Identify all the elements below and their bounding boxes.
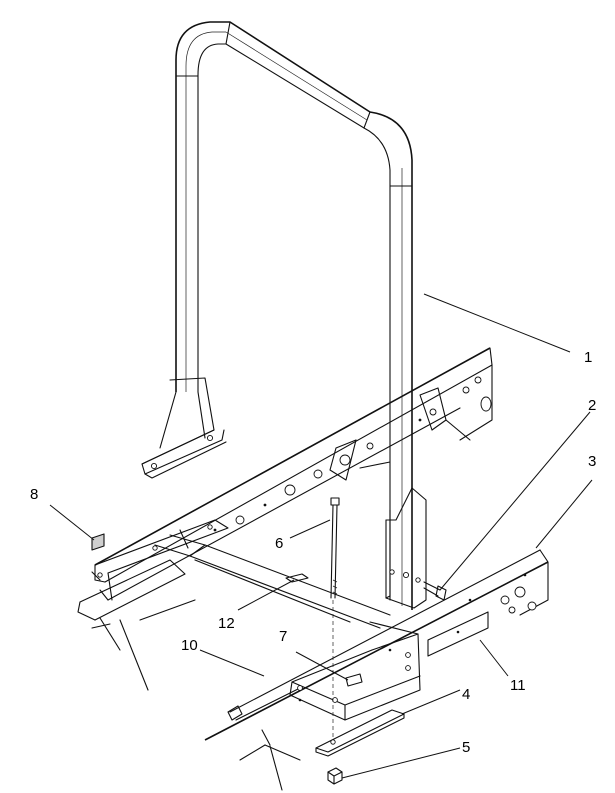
roll-bar-left-foot [141,377,227,479]
callout-8: 8 [30,486,38,503]
nut-5 [327,767,343,785]
callout-1: 1 [584,349,592,366]
bolt-2 [423,581,447,601]
decal-8 [91,533,105,551]
rail-gusset [329,439,391,481]
frame-rail-rear [94,347,493,601]
roll-bar-right-foot [385,487,427,609]
plate-4 [315,709,405,757]
roll-bar [175,21,413,610]
callout-10: 10 [181,637,198,654]
callout-6: 6 [275,535,283,552]
callout-labels: 1 2 3 4 5 6 7 8 10 11 12 [30,349,596,756]
callout-11: 11 [510,677,526,694]
leader-lines [49,293,593,779]
callout-3: 3 [588,453,596,470]
bolt-6 [330,497,340,740]
frame-rail-front [204,549,549,791]
callout-5: 5 [462,739,470,756]
frame-left-bracket [91,519,229,601]
callout-4: 4 [462,686,470,703]
callout-12: 12 [218,615,235,632]
frame-cross-member [154,534,391,629]
callout-7: 7 [279,628,287,645]
callout-2: 2 [588,397,596,414]
roll-bar-mount-bracket [289,621,421,721]
frame-lower-left [77,559,196,691]
